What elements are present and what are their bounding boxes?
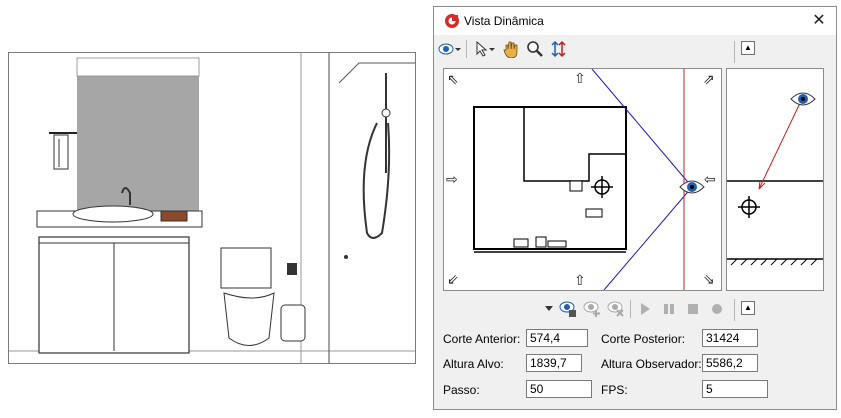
stop-icon[interactable]: [683, 299, 703, 319]
pan-right-arrow-icon[interactable]: ⇦: [704, 171, 716, 187]
fit-arrows-icon[interactable]: [549, 39, 569, 59]
dialog-title: Vista Dinâmica: [464, 14, 544, 28]
pan-up-right-arrow-icon[interactable]: ⇗: [703, 71, 715, 87]
playback-separator: [630, 300, 631, 318]
playback-separator: [734, 299, 735, 321]
close-button[interactable]: ✕: [812, 12, 826, 29]
toolbar-separator: [734, 41, 735, 63]
target-crosshair-icon: [591, 176, 613, 198]
top-view-panel[interactable]: ⇖ ⇧ ⇗ ⇨ ⇦ ⇙ ⇧ ⇘: [443, 68, 722, 291]
corte-anterior-label: Corte Anterior:: [443, 332, 521, 346]
corte-posterior-label: Corte Posterior:: [601, 332, 686, 346]
side-target-crosshair-icon: [738, 196, 760, 218]
fps-label: FPS:: [601, 383, 628, 397]
zoom-icon[interactable]: [525, 39, 545, 59]
side-observer-eye-icon: [790, 92, 816, 106]
bathroom-scene-drawing: [9, 53, 415, 363]
dropdown-arrow-icon[interactable]: [544, 299, 554, 319]
passo-field[interactable]: 50: [526, 380, 592, 398]
altura-alvo-label: Altura Alvo:: [443, 357, 504, 371]
cursor-dropdown-icon[interactable]: [471, 39, 497, 59]
fps-field[interactable]: 5: [702, 380, 768, 398]
pan-up-left-arrow-icon[interactable]: ⇖: [447, 71, 459, 87]
pan-down-left-arrow-icon[interactable]: ⇙: [447, 271, 459, 287]
pan-down-arrow-icon[interactable]: ⇧: [574, 272, 586, 288]
camera-dropdown-icon[interactable]: [436, 39, 462, 59]
altura-alvo-field[interactable]: 1839,7: [526, 354, 582, 372]
delete-camera-icon: [606, 299, 626, 319]
wall-panel: [77, 63, 199, 215]
add-camera-icon: [582, 299, 602, 319]
pause-icon[interactable]: [659, 299, 679, 319]
collapse-playback-button[interactable]: ▲: [741, 301, 755, 315]
side-view-panel[interactable]: [726, 68, 824, 291]
corte-anterior-field[interactable]: 574,4: [526, 329, 588, 347]
collapse-toolbar-button[interactable]: ▲: [741, 41, 755, 55]
observer-eye-icon: [679, 180, 705, 194]
top-view-drawing: [473, 69, 705, 290]
toolbar: [436, 39, 569, 59]
title-bar[interactable]: Vista Dinâmica ✕: [434, 7, 836, 35]
hand-icon[interactable]: [501, 39, 521, 59]
playback-toolbar: [544, 299, 727, 319]
record-icon[interactable]: [707, 299, 727, 319]
pan-left-arrow-icon[interactable]: ⇨: [446, 171, 458, 187]
side-view-drawing: [727, 92, 823, 266]
corte-posterior-field[interactable]: 31424: [702, 329, 758, 347]
vista-dinamica-dialog: Vista Dinâmica ✕ ▲: [433, 6, 837, 410]
app-icon: [445, 14, 459, 28]
altura-observador-label: Altura Observador:: [601, 357, 702, 371]
save-camera-icon[interactable]: [558, 299, 578, 319]
passo-label: Passo:: [443, 383, 480, 397]
play-icon[interactable]: [635, 299, 655, 319]
altura-observador-field[interactable]: 5586,2: [702, 354, 758, 372]
pan-up-arrow-icon[interactable]: ⇧: [574, 70, 586, 86]
pan-down-right-arrow-icon[interactable]: ⇘: [703, 271, 715, 287]
scene-viewport[interactable]: [8, 52, 416, 364]
toolbar-separator: [466, 40, 467, 58]
